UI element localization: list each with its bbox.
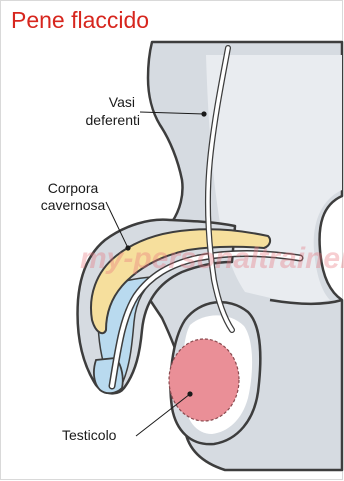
label-vasi-line1: Vasi — [109, 94, 135, 110]
testicle — [169, 339, 239, 421]
label-vasi-line2: deferenti — [86, 112, 140, 128]
label-corpora-line2: cavernosa — [41, 197, 106, 213]
leader-vasi-dot — [201, 111, 206, 116]
leader-testicolo-dot — [187, 391, 192, 396]
leader-corpora-dot — [125, 245, 130, 250]
watermark: my-personaltrainer — [80, 242, 344, 275]
label-testicolo: Testicolo — [62, 427, 117, 443]
label-corpora-line1: Corpora — [48, 180, 99, 196]
